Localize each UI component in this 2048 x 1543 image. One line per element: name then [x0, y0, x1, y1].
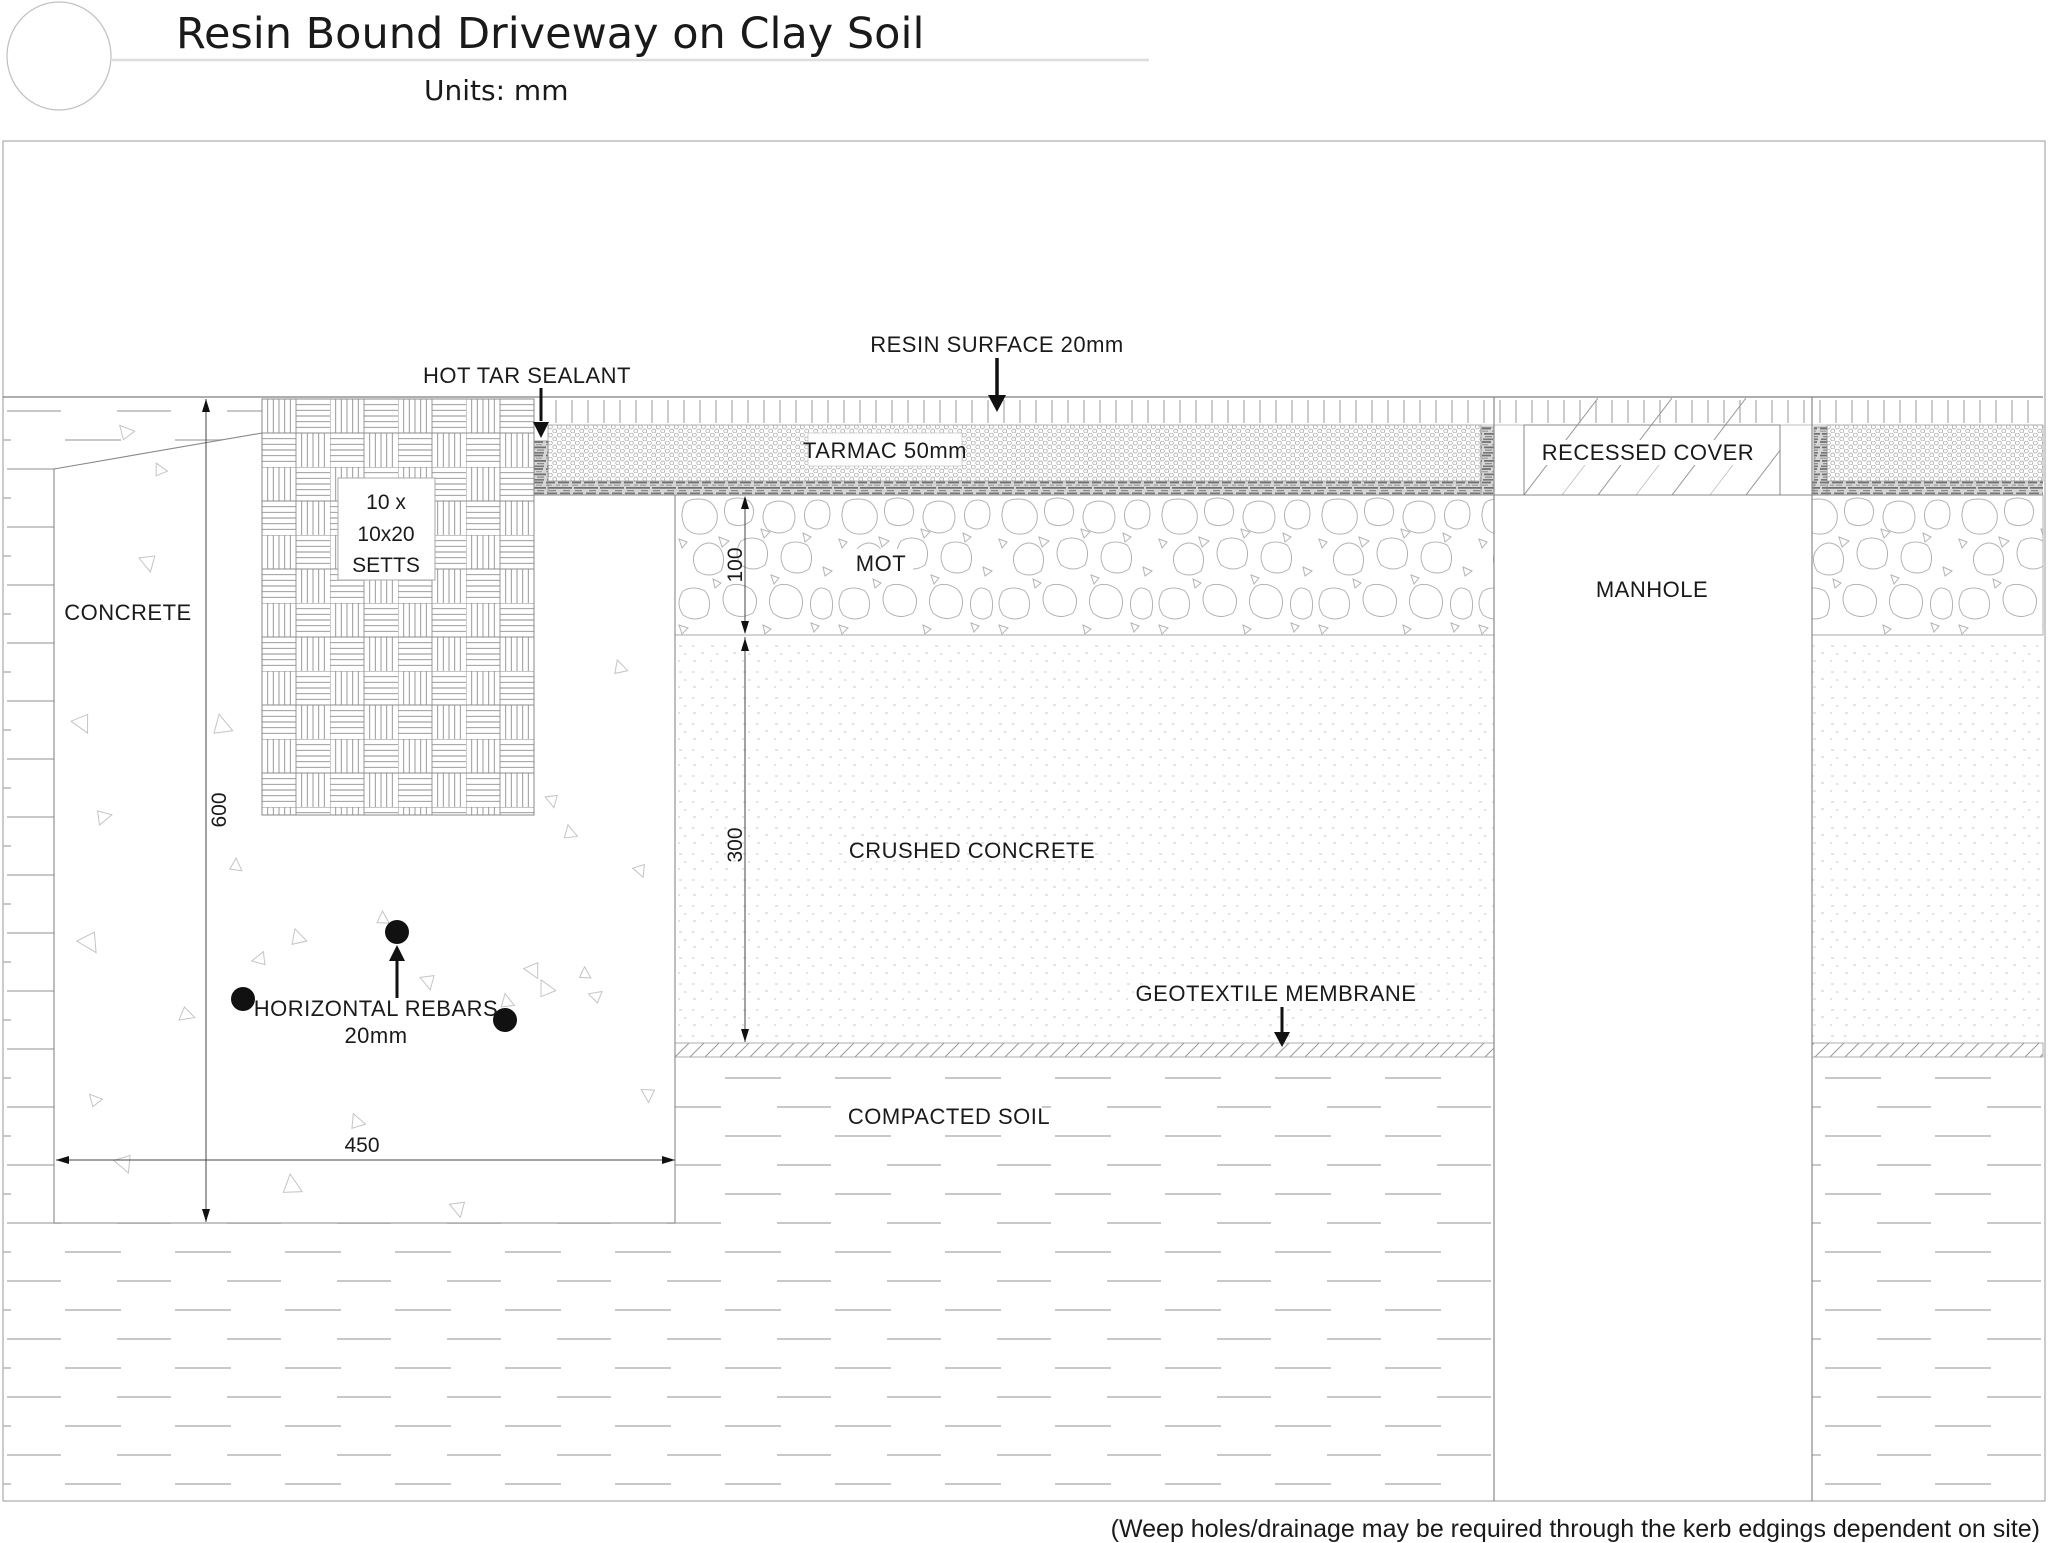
aggregate-triangle [563, 823, 579, 839]
geotextile-membrane-label: GEOTEXTILE MEMBRANE [1136, 981, 1417, 1006]
aggregate-marks [70, 424, 656, 1219]
binder-course-main [534, 481, 1494, 495]
dim-crushed-depth: 300 [724, 827, 747, 862]
aggregate-triangle [351, 1112, 367, 1130]
aggregate-triangle [118, 424, 136, 441]
page-title: Resin Bound Driveway on Clay Soil [176, 9, 924, 59]
header: Resin Bound Driveway on Clay Soil Units:… [6, 1, 1149, 111]
geotextile-membrane-right [1811, 1042, 2044, 1058]
aggregate-triangle [88, 1093, 104, 1108]
dim-kerb-depth: 600 [208, 792, 231, 827]
concrete-label: CONCRETE [64, 600, 191, 625]
geotextile-membrane-main [674, 1042, 1495, 1058]
dim-mot-depth: 100 [724, 547, 747, 582]
aggregate-triangle [640, 1088, 656, 1104]
aggregate-triangle [70, 713, 89, 735]
mot-layer-main [674, 494, 1495, 636]
rebars-label-line2: 20mm [344, 1023, 407, 1048]
tarmac-layer-right [1826, 424, 2044, 482]
tarmac-label: TARMAC 50mm [803, 438, 967, 463]
aggregate-triangle [282, 1172, 304, 1193]
compacted-soil-label-backing [856, 1102, 1042, 1130]
mot-label: MOT [856, 551, 906, 576]
mot-label-backing [851, 549, 913, 577]
setts-block [261, 398, 535, 816]
setts-label-box [337, 477, 436, 581]
rebar-dot-3 [493, 1008, 517, 1032]
concrete-kerb-outline [53, 432, 676, 1224]
aggregate-triangle [419, 975, 435, 991]
tarmac-label-box [807, 432, 963, 467]
compacted-soil-main [675, 1060, 1494, 1501]
recessed-cover-label-backing [1534, 440, 1760, 465]
setts-label-line3: SETTS [352, 554, 420, 577]
hot-tar-arrow-head [533, 422, 549, 438]
footnote: (Weep holes/drainage may be required thr… [1111, 1515, 2040, 1543]
aggregate-triangle [213, 713, 234, 734]
aggregate-triangle [614, 658, 629, 675]
aggregate-triangle [631, 863, 645, 879]
resin-surface-label: RESIN SURFACE 20mm [870, 332, 1124, 357]
aggregate-triangle [97, 810, 113, 826]
recessed-cover-label: RECESSED COVER [1542, 440, 1754, 465]
rebar-group [231, 920, 517, 1032]
geotextile-label-backing [1150, 981, 1402, 1006]
aggregate-triangle [587, 990, 603, 1004]
rebar-dot-1 [385, 920, 409, 944]
hot-tar-sealant-strip-mid [1480, 426, 1495, 496]
logo-circle [6, 1, 112, 111]
mot-layer-right [1811, 494, 2044, 636]
aggregate-triangle [522, 962, 539, 980]
crushed-concrete-main [675, 635, 1494, 1043]
hot-tar-sealant-strip-right [1813, 426, 1828, 496]
crushed-concrete-label: CRUSHED CONCRETE [849, 838, 1095, 863]
rebars-arrow-head [389, 945, 405, 961]
dimension-arrowheads [56, 399, 749, 1222]
dimension-lines [56, 399, 746, 1222]
aggregate-triangle [500, 992, 516, 1008]
setts-label-line1: 10 x [366, 491, 406, 514]
setts-label-line2: 10x20 [357, 523, 414, 546]
clay-soil-left [3, 397, 675, 1501]
annotations: HOT TAR SEALANT RESIN SURFACE 20mm TARMA… [64, 332, 1760, 1130]
hot-tar-sealant-strip-left [533, 440, 549, 496]
aggregate-triangle [155, 462, 169, 477]
aggregate-triangle [578, 965, 592, 979]
compacted-soil-right [1812, 1058, 2043, 1501]
aggregate-triangle [137, 555, 156, 574]
tarmac-layer-main [547, 424, 1482, 482]
resin-surface-layer [548, 397, 2043, 425]
rebar-dot-2 [231, 987, 255, 1011]
aggregate-triangle [544, 794, 558, 809]
aggregate-triangle [376, 910, 391, 924]
aggregate-triangle [291, 927, 308, 945]
aggregate-triangle [540, 978, 557, 998]
aggregate-triangle [178, 1006, 196, 1021]
resin-arrow-head [988, 395, 1006, 412]
compacted-soil-label: COMPACTED SOIL [848, 1104, 1050, 1129]
geotextile-arrow-head [1274, 1032, 1290, 1047]
hot-tar-sealant-label: HOT TAR SEALANT [423, 363, 631, 388]
binder-course-right [1812, 481, 2043, 495]
rebars-label-line1: HORIZONTAL REBARS [254, 996, 498, 1021]
aggregate-triangle [250, 950, 266, 966]
units-label: Units: mm [424, 74, 568, 107]
aggregate-triangle [112, 1154, 131, 1175]
manhole-label: MANHOLE [1596, 577, 1708, 602]
aggregate-triangle [228, 856, 243, 872]
crushed-concrete-right [1812, 635, 2043, 1043]
dim-kerb-width: 450 [344, 1134, 379, 1157]
aggregate-triangle [75, 931, 97, 954]
aggregate-triangle [448, 1201, 466, 1219]
